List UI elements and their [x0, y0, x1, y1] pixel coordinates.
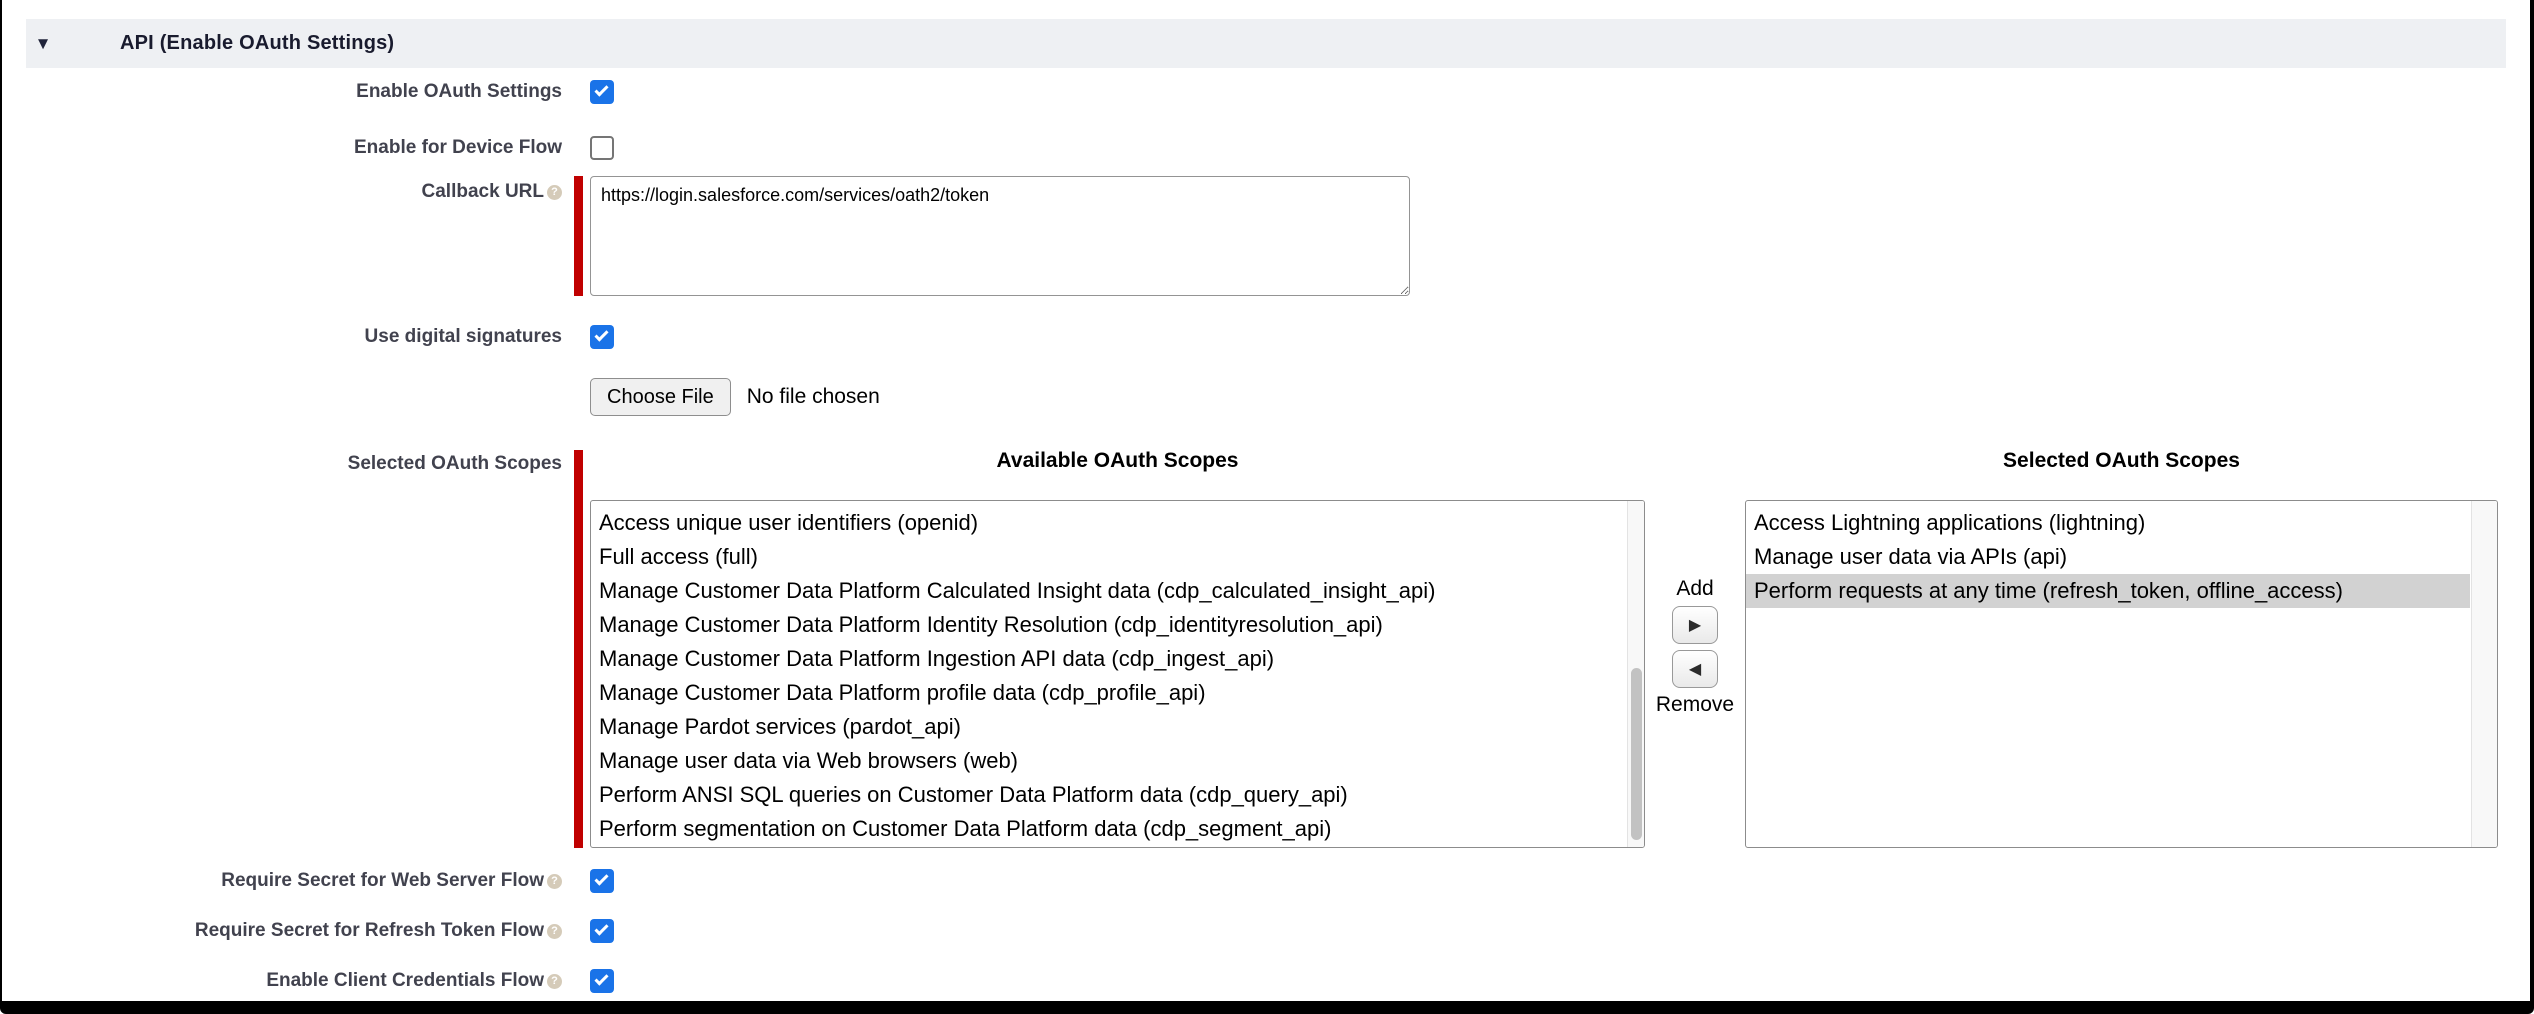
scrollbar-thumb[interactable]	[1631, 668, 1642, 840]
oauth-scopes-label: Selected OAuth Scopes	[347, 453, 562, 474]
refresh-token-flow-label-text: Require Secret for Refresh Token Flow	[194, 920, 544, 941]
selected-scope-option[interactable]: Perform requests at any time (refresh_to…	[1746, 574, 2470, 608]
available-scope-option[interactable]: Manage Customer Data Platform Ingestion …	[599, 646, 1275, 671]
callback-url-label: Callback URL?	[2, 176, 562, 204]
row-web-server-flow: Require Secret for Web Server Flow?	[2, 869, 2530, 893]
row-digital-signatures: Use digital signatures	[2, 325, 2530, 349]
row-client-credentials-flow: Enable Client Credentials Flow?	[2, 969, 2530, 993]
listbox-scrollbar[interactable]	[1627, 501, 1644, 847]
device-flow-label: Enable for Device Flow	[354, 137, 562, 158]
refresh-token-flow-checkbox[interactable]	[590, 919, 614, 943]
web-server-flow-checkbox[interactable]	[590, 869, 614, 893]
refresh-token-flow-label: Require Secret for Refresh Token Flow?	[2, 919, 562, 943]
required-field-bar	[574, 176, 583, 296]
right-arrow-icon: ▶	[1688, 617, 1702, 634]
client-credentials-flow-checkbox[interactable]	[590, 969, 614, 993]
available-scope-option[interactable]: Manage Customer Data Platform Identity R…	[599, 612, 1383, 637]
available-scope-option[interactable]: Full access (full)	[599, 544, 758, 569]
client-credentials-flow-label-text: Enable Client Credentials Flow	[266, 970, 544, 991]
row-device-flow: Enable for Device Flow	[2, 136, 2530, 160]
check-icon	[594, 971, 609, 986]
available-scope-option[interactable]: Manage Customer Data Platform Calculated…	[599, 578, 1436, 603]
available-scope-option[interactable]: Access unique user identifiers (openid)	[599, 510, 979, 535]
row-oauth-scopes: Selected OAuth Scopes Available OAuth Sc…	[2, 448, 2530, 848]
callback-url-label-text: Callback URL	[421, 181, 544, 202]
digital-signatures-checkbox[interactable]	[590, 325, 614, 349]
check-icon	[594, 921, 609, 936]
check-icon	[594, 327, 609, 342]
available-scopes-listbox[interactable]: Access unique user identifiers (openid) F…	[590, 500, 1645, 848]
row-certificate-file: Choose File No file chosen	[2, 378, 2530, 416]
check-icon	[594, 871, 609, 886]
remove-label: Remove	[1655, 693, 1735, 716]
callback-url-input[interactable]: https://login.salesforce.com/services/oa…	[590, 176, 1410, 296]
add-label: Add	[1676, 577, 1714, 600]
enable-oauth-label: Enable OAuth Settings	[356, 81, 562, 102]
enable-oauth-checkbox[interactable]	[590, 80, 614, 104]
selected-scope-option[interactable]: Manage user data via APIs (api)	[1754, 544, 2068, 569]
selected-scopes-header: Selected OAuth Scopes	[2003, 449, 2240, 472]
available-scope-option[interactable]: Manage Pardot services (pardot_api)	[599, 714, 961, 739]
choose-file-button[interactable]: Choose File	[590, 378, 731, 416]
client-credentials-flow-label: Enable Client Credentials Flow?	[2, 969, 562, 993]
required-field-bar	[574, 450, 583, 848]
collapse-triangle-icon[interactable]: ▼	[34, 34, 52, 53]
row-callback-url: Callback URL? https://login.salesforce.c…	[2, 176, 2530, 301]
selected-scopes-listbox[interactable]: Access Lightning applications (lightning…	[1745, 500, 2498, 848]
available-scope-option[interactable]: Perform segmentation on Customer Data Pl…	[599, 816, 1332, 841]
digital-signatures-label: Use digital signatures	[364, 326, 562, 347]
selected-scope-option[interactable]: Access Lightning applications (lightning…	[1754, 510, 2146, 535]
row-refresh-token-flow: Require Secret for Refresh Token Flow?	[2, 919, 2530, 943]
web-server-flow-label: Require Secret for Web Server Flow?	[2, 869, 562, 893]
device-flow-checkbox[interactable]	[590, 136, 614, 160]
remove-scope-button[interactable]: ◀	[1672, 650, 1718, 688]
listbox-scrollbar[interactable]	[2471, 501, 2497, 847]
available-scope-option[interactable]: Perform ANSI SQL queries on Customer Dat…	[599, 782, 1348, 807]
check-icon	[594, 82, 609, 97]
help-icon[interactable]: ?	[547, 924, 562, 939]
section-header-api[interactable]: ▼ API (Enable OAuth Settings)	[26, 19, 2506, 68]
help-icon[interactable]: ?	[547, 974, 562, 989]
add-scope-button[interactable]: ▶	[1672, 606, 1718, 644]
available-scopes-header: Available OAuth Scopes	[996, 449, 1239, 472]
help-icon[interactable]: ?	[547, 185, 562, 200]
file-chosen-status: No file chosen	[746, 385, 880, 408]
available-scope-option[interactable]: Manage user data via Web browsers (web)	[599, 748, 1019, 773]
left-arrow-icon: ◀	[1688, 661, 1702, 678]
available-scope-option[interactable]: Manage Customer Data Platform profile da…	[599, 680, 1206, 705]
web-server-flow-label-text: Require Secret for Web Server Flow	[221, 870, 544, 891]
row-enable-oauth: Enable OAuth Settings	[2, 80, 2530, 104]
section-title: API (Enable OAuth Settings)	[120, 32, 395, 54]
help-icon[interactable]: ?	[547, 874, 562, 889]
